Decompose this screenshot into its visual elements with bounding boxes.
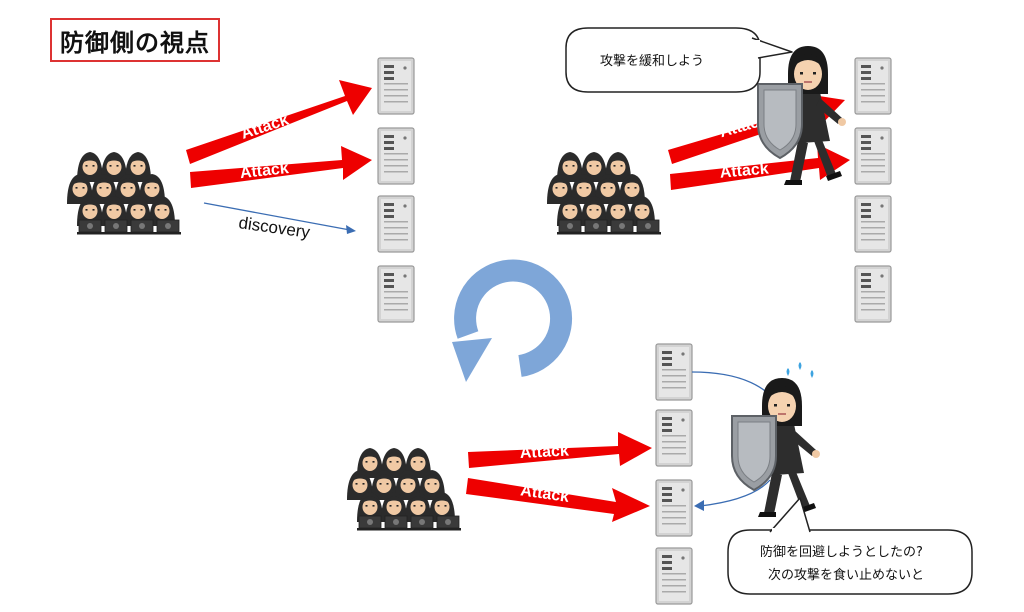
attacker-group-icon [347, 448, 461, 531]
server-icon [854, 195, 892, 253]
attack-arrow-2: Attack [466, 478, 650, 522]
discovery-label: discovery [237, 213, 311, 242]
sweat-drop-icon [798, 362, 802, 370]
panel-bottom: Attack Attack 防御を回避しようとしたの? 次の攻撃を食い止めないと [347, 343, 973, 605]
server-icon [854, 127, 892, 185]
panel-top-left: Attack Attack discovery [67, 57, 415, 323]
cycle-arrow-icon [452, 259, 573, 382]
speech-bubble-bottom: 防御を回避しようとしたの? 次の攻撃を食い止めないと [727, 497, 973, 595]
panel-top-right: Attack Attack 攻撃を緩和しよう [547, 27, 892, 323]
server-icon [377, 265, 415, 323]
server-icon [854, 57, 892, 115]
title-box: 防御側の視点 [50, 18, 220, 62]
sweat-drop-icon [786, 368, 790, 376]
speech-text-line-2: 次の攻撃を食い止めないと [768, 567, 924, 583]
speech-text: 攻撃を緩和しよう [600, 53, 704, 69]
discovery-arrow: discovery [203, 202, 356, 242]
server-icon [655, 479, 693, 537]
attack-label: Attack [239, 112, 291, 143]
server-icon [377, 127, 415, 185]
attack-label: Attack [719, 161, 769, 182]
server-icon [655, 547, 693, 605]
evasion-arrow [699, 479, 771, 507]
server-icon [377, 195, 415, 253]
page-title: 防御側の視点 [60, 28, 210, 57]
server-icon [655, 343, 693, 401]
sweat-drop-icon [810, 370, 814, 378]
evasion-line [691, 371, 771, 396]
attack-label: Attack [519, 442, 569, 462]
attacker-group-icon [547, 152, 661, 235]
attack-arrow-2: Attack [190, 146, 372, 188]
server-icon [655, 409, 693, 467]
attack-label: Attack [519, 482, 570, 506]
server-icon [377, 57, 415, 115]
speech-text-line-1: 防御を回避しようとしたの? [760, 544, 923, 560]
attacker-group-icon [67, 152, 181, 235]
server-icon [854, 265, 892, 323]
speech-bubble-top: 攻撃を緩和しよう [565, 27, 793, 93]
attack-arrow-1: Attack [468, 432, 652, 468]
attack-arrow-2: Attack [670, 144, 850, 190]
attack-label: Attack [239, 160, 290, 182]
